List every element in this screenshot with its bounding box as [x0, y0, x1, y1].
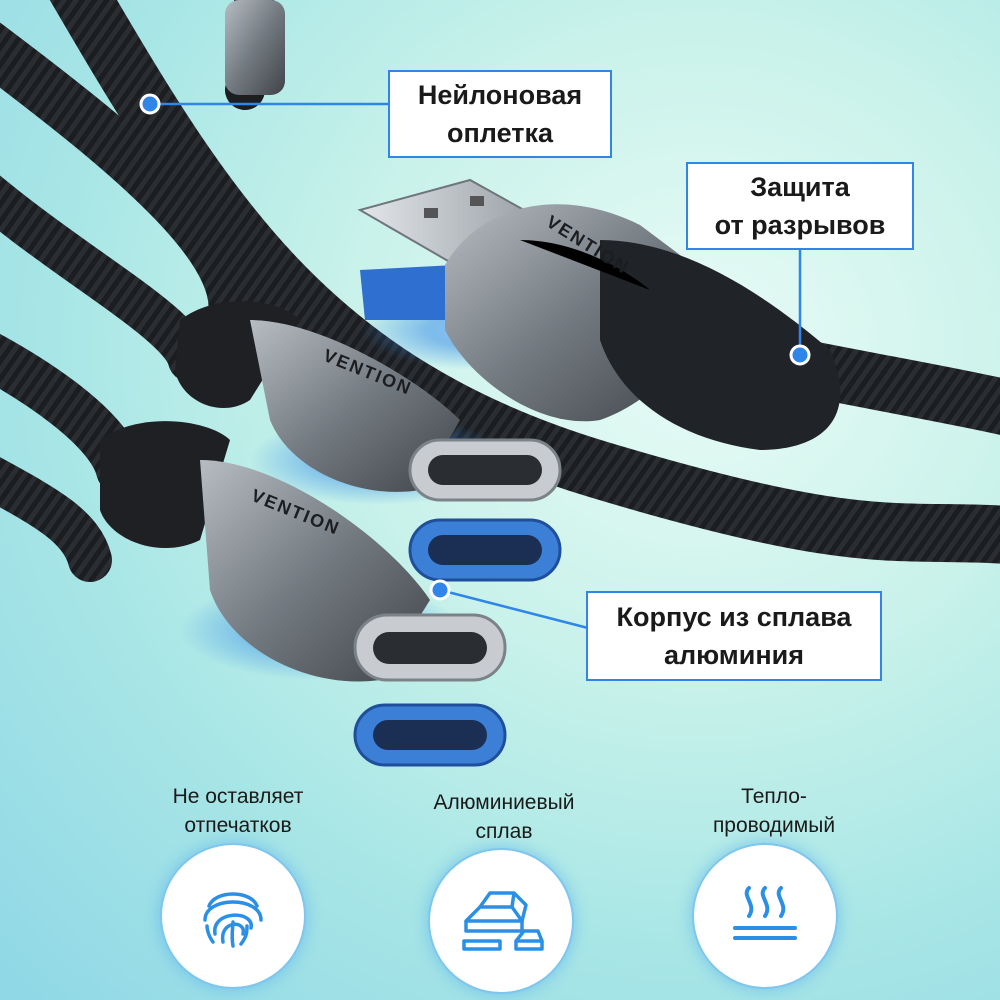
callout-nylon-braid: Нейлоновая оплетка	[388, 70, 612, 158]
feature-thermal-conductive	[694, 845, 836, 987]
fingerprint-icon	[203, 892, 263, 948]
callout-break-protection: Защита от разрывов	[686, 162, 914, 250]
usb-c-connector-lower	[100, 421, 507, 767]
feature-label-aluminum: Алюминиевый сплав	[433, 791, 575, 843]
feature-label-thermal: Тепло- проводимый	[712, 785, 836, 837]
feature-label-fingerprint: Не оставляет отпечатков	[172, 785, 304, 837]
top-collar	[225, 0, 285, 95]
feature-aluminum-alloy	[430, 850, 572, 992]
usb-a-connector	[357, 178, 841, 450]
heat-icon	[733, 886, 797, 940]
feature-fingerprint	[162, 845, 304, 987]
usb-c-connector-upper	[175, 301, 562, 582]
callout-leaders	[139, 93, 811, 630]
ingots-icon	[462, 891, 544, 951]
callout-aluminum-housing: Корпус из сплава алюминия	[586, 591, 882, 681]
